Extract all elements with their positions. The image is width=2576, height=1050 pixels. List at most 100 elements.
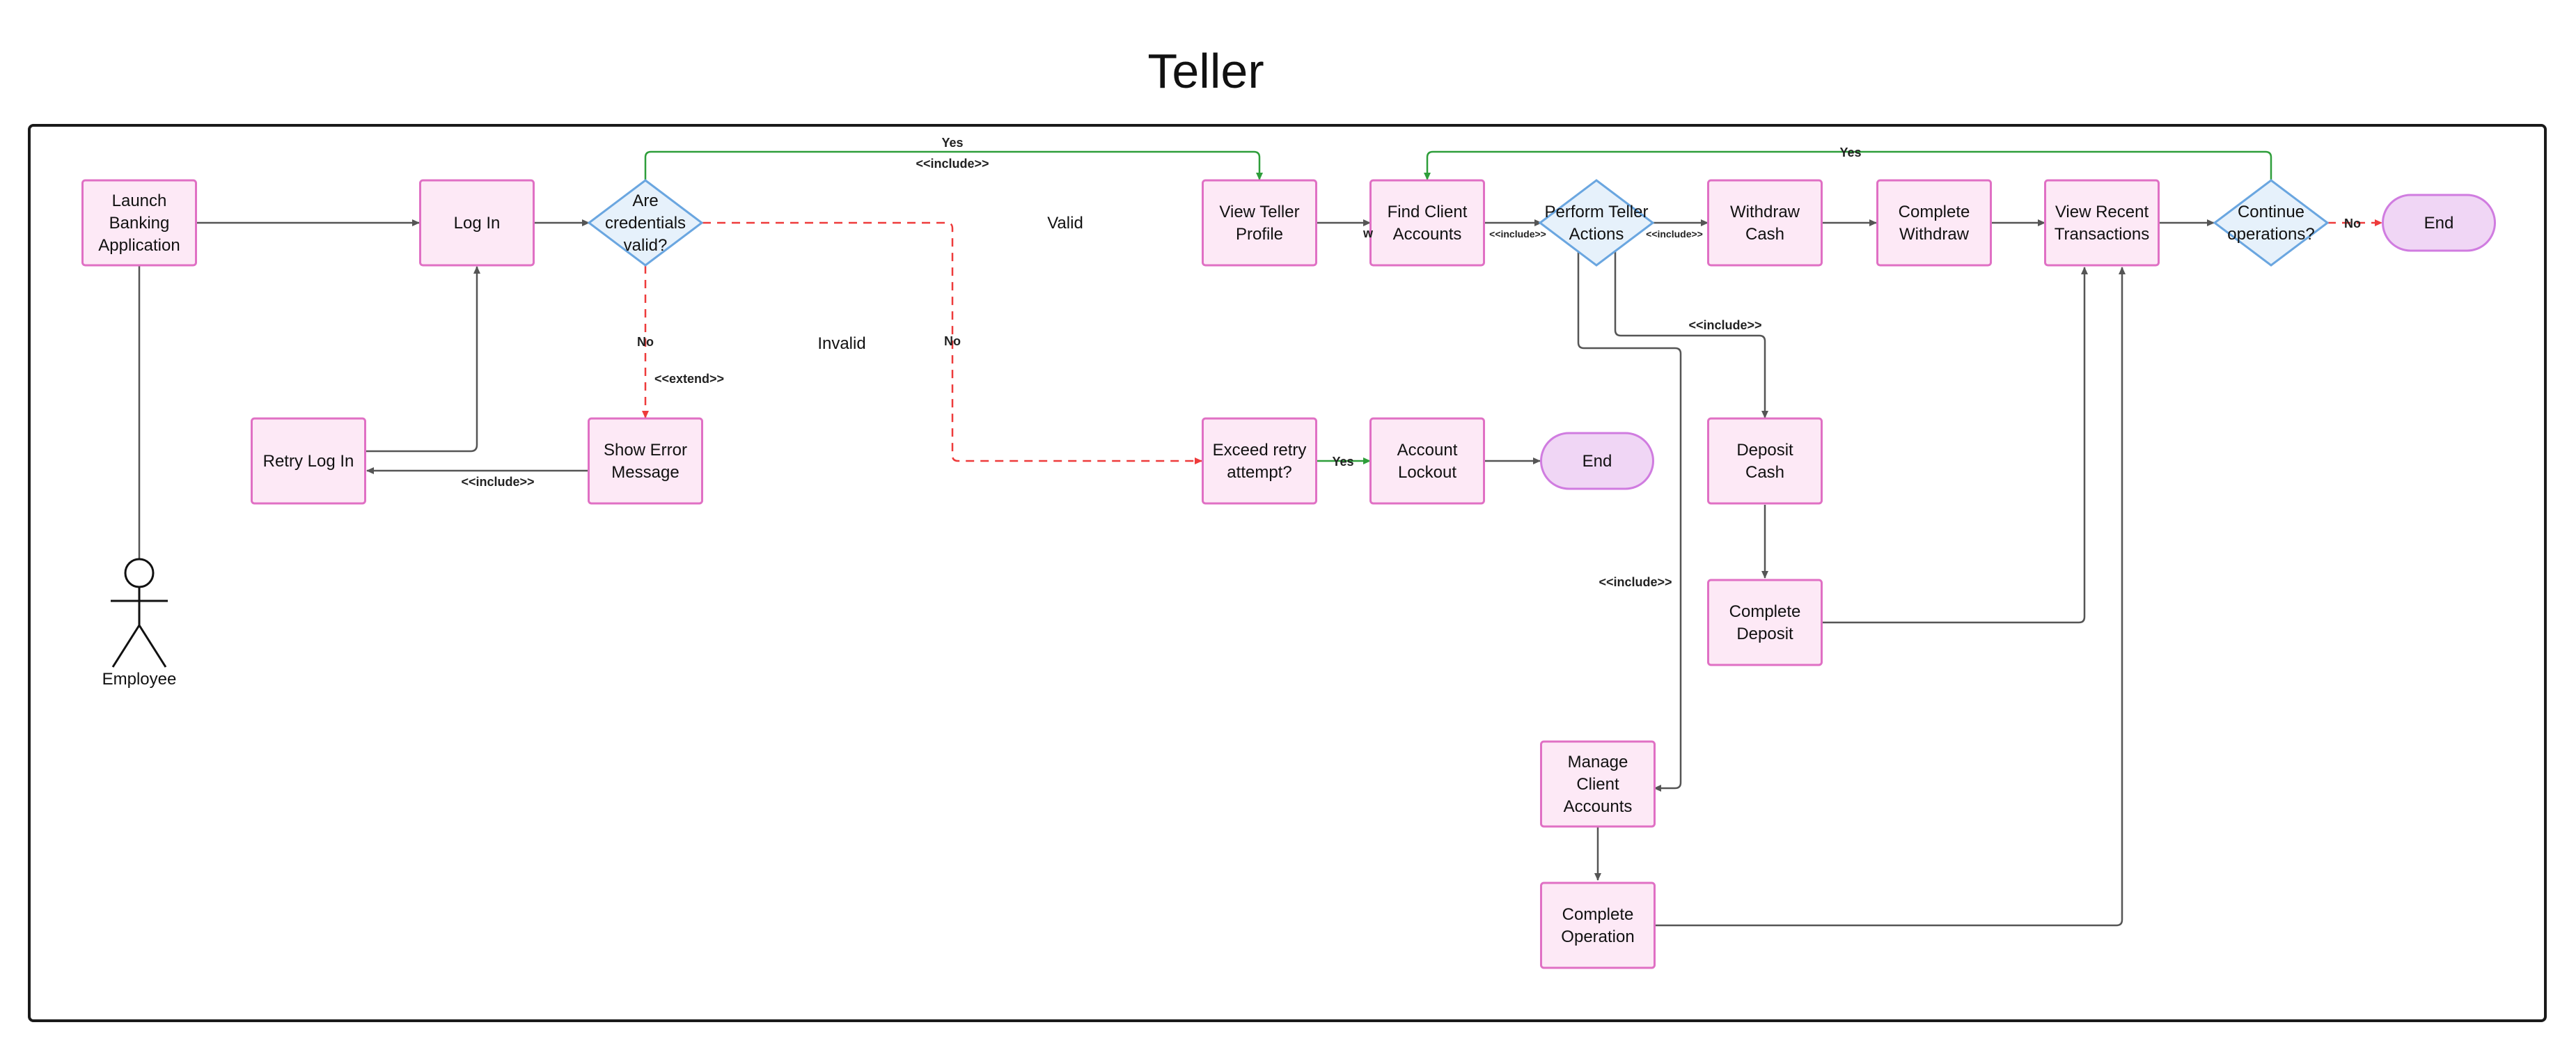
edge-label-include-manage: <<include>> [1599, 575, 1672, 589]
node-withdraw-cash-shape [1707, 179, 1823, 267]
node-end-main[interactable]: End [2382, 194, 2496, 252]
node-continue-operations-shape [2213, 179, 2330, 267]
edge-label-extend: <<extend>> [654, 372, 724, 386]
node-complete-deposit-label-line: Deposit [1736, 625, 1793, 643]
node-complete-operation-shape [1540, 881, 1656, 969]
actor-label: Employee [102, 670, 177, 689]
edge-no-exceed [702, 221, 1202, 464]
node-complete-withdraw-label-line: Complete [1899, 203, 1970, 221]
node-exceed-retry-shape [1202, 417, 1317, 505]
node-view-teller-profile-label-line: View Teller [1219, 203, 1299, 221]
node-view-recent-transactions-label-line: View Recent [2055, 203, 2149, 221]
edge-perform-manage [1577, 245, 1682, 792]
node-retry-login[interactable]: Retry Log In [251, 417, 366, 505]
edge-label-yes-top: Yes [941, 136, 963, 150]
node-retry-login-label-line: Retry Log In [263, 452, 354, 471]
node-retry-login-shape [251, 417, 366, 505]
node-view-teller-profile-shape [1202, 179, 1317, 267]
edge-label-no-exceed: No [944, 334, 961, 348]
edge-label-include-retry: <<include>> [461, 475, 534, 489]
node-credentials-decision-label-line: valid? [624, 236, 668, 255]
node-perform-teller-actions-shape [1538, 179, 1655, 267]
node-manage-client-accounts-label-line: Accounts [1564, 797, 1633, 816]
node-complete-operation-label-line: Operation [1561, 927, 1634, 946]
node-withdraw-cash-label-line: Withdraw [1730, 203, 1800, 221]
node-view-teller-profile-label-line: Profile [1236, 225, 1283, 244]
node-perform-teller-actions-label-line: Actions [1569, 225, 1624, 244]
actor-employee: Employee [102, 558, 177, 689]
node-launch-shape [81, 179, 197, 267]
node-complete-withdraw-label-line: Withdraw [1899, 225, 1970, 244]
node-exceed-retry-label-line: Exceed retry [1213, 441, 1307, 460]
node-end-lockout[interactable]: End [1540, 432, 1654, 490]
node-end-lockout-shape [1540, 432, 1654, 490]
diagram-frame [28, 124, 2547, 1022]
node-end-main-shape [2382, 194, 2496, 252]
node-show-error-label-line: Show Error [604, 441, 687, 460]
edge-label-include-deposit: <<include>> [1688, 318, 1761, 332]
node-withdraw-cash-label-line: Cash [1745, 225, 1784, 244]
edge-perform-deposit [1614, 245, 1768, 418]
edge-labels: Yes <<include>> No <<extend>> <<include>… [461, 136, 2361, 589]
node-view-recent-transactions-shape [2044, 179, 2160, 267]
node-manage-client-accounts-shape [1540, 740, 1656, 828]
edge-yes-profile [644, 150, 1263, 199]
free-label-invalid: Invalid [817, 334, 865, 353]
node-end-main-label-line: End [2424, 214, 2454, 233]
node-credentials-decision-label-line: credentials [605, 214, 686, 233]
node-launch-label-line: Launch [112, 191, 167, 210]
edge-label-w: w [1362, 226, 1374, 240]
edge-retry-login [366, 266, 480, 453]
node-exceed-retry[interactable]: Exceed retry attempt? [1202, 417, 1317, 505]
node-complete-withdraw-shape [1876, 179, 1992, 267]
node-deposit-cash-label-line: Cash [1745, 463, 1784, 482]
node-login[interactable]: Log In [419, 179, 535, 267]
node-credentials-decision-shape [587, 179, 704, 267]
edge-label-yes-continue: Yes [1839, 146, 1861, 159]
node-show-error-shape [588, 417, 703, 505]
edge-operation-view [1654, 267, 2126, 927]
edge-label-include-withdraw: <<include>> [1646, 228, 1703, 240]
edge-label-include-top: <<include>> [916, 157, 989, 171]
node-complete-operation-label-line: Complete [1562, 905, 1634, 924]
node-complete-deposit-label-line: Complete [1729, 602, 1801, 621]
node-manage-client-accounts-label-line: Client [1576, 775, 1619, 794]
node-credentials-decision-label-line: Are [632, 191, 658, 210]
node-show-error-label-line: Message [611, 463, 679, 482]
edge-label-yes-lockout: Yes [1332, 455, 1353, 469]
node-complete-deposit-shape [1707, 579, 1823, 666]
node-find-client-accounts-label-line: Accounts [1393, 225, 1462, 244]
node-continue-operations-label-line: Continue [2238, 203, 2304, 221]
node-launch-label-line: Banking [109, 214, 170, 233]
edge-label-no-end: No [2344, 217, 2361, 230]
node-account-lockout-label-line: Account [1397, 441, 1458, 460]
node-manage-client-accounts-label-line: Manage [1568, 753, 1628, 771]
node-exceed-retry-label-line: attempt? [1227, 463, 1291, 482]
node-login-label-line: Log In [454, 214, 501, 233]
node-end-lockout-label-line: End [1582, 452, 1612, 471]
node-account-lockout-label-line: Lockout [1398, 463, 1456, 482]
node-credentials-decision[interactable]: Are credentials valid? [587, 179, 704, 267]
node-find-client-accounts-shape [1369, 179, 1485, 267]
node-launch-label-line: Application [98, 236, 180, 255]
free-label-valid: Valid [1047, 214, 1083, 233]
node-login-shape [419, 179, 535, 267]
edge-continue-yes [1424, 150, 2272, 195]
edge-label-no-error: No [637, 335, 654, 349]
edge-deposit-view [1822, 267, 2088, 624]
